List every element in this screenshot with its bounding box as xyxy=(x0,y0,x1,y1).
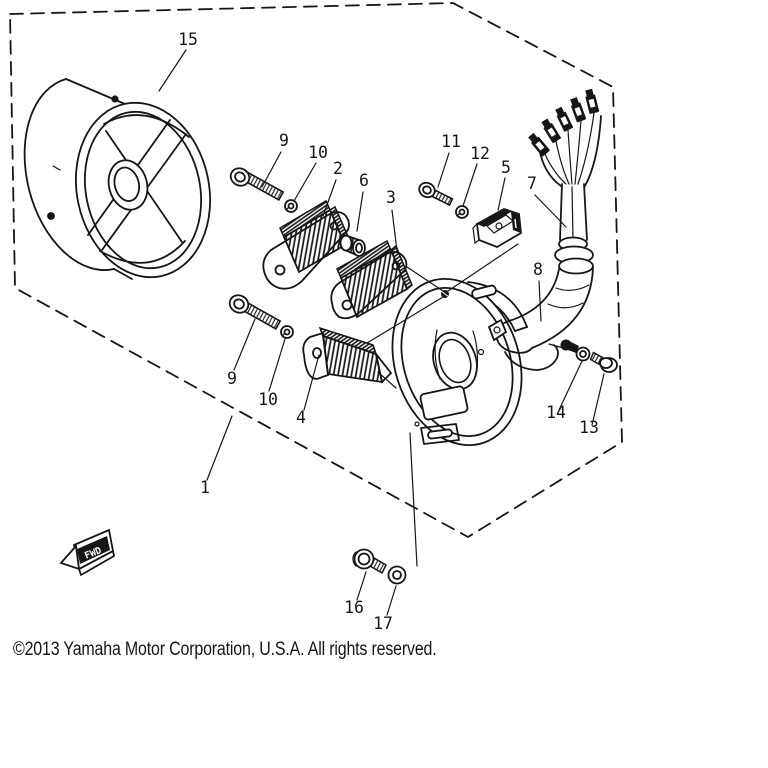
callout-14: 14 xyxy=(546,403,566,422)
callout-9-lower: 9 xyxy=(227,369,237,388)
callout-6: 6 xyxy=(359,171,369,190)
leader-lines xyxy=(158,49,605,616)
callout-2: 2 xyxy=(333,159,343,178)
part-13-bolt xyxy=(589,351,618,373)
part-6-collar xyxy=(339,234,366,257)
part-4-coil xyxy=(302,326,393,384)
part-14-washer xyxy=(575,346,591,362)
callout-11: 11 xyxy=(441,132,461,151)
harness-grommet xyxy=(554,236,594,275)
callout-numbers: 15 9 10 2 6 3 11 12 5 7 8 9 10 4 1 14 13… xyxy=(178,30,599,633)
callout-7: 7 xyxy=(527,174,537,193)
part-2-coil xyxy=(262,199,351,290)
callout-17: 17 xyxy=(373,614,393,633)
fwd-direction-marker: FWD xyxy=(59,528,115,576)
callout-8: 8 xyxy=(533,260,543,279)
part-3-coil xyxy=(330,239,413,320)
wire-harness xyxy=(487,88,602,371)
callout-16: 16 xyxy=(344,598,364,617)
connector-terminals xyxy=(528,88,600,157)
reference-lines xyxy=(366,243,519,567)
callout-4: 4 xyxy=(296,408,306,427)
callout-3: 3 xyxy=(386,188,396,207)
part-12-washer xyxy=(455,205,469,219)
upper-spring-washer xyxy=(284,199,298,213)
callout-10-upper: 10 xyxy=(308,143,328,162)
part-11-bolt xyxy=(418,181,454,207)
lower-spring-washer xyxy=(280,325,294,339)
part-5-pickup xyxy=(472,208,522,248)
callout-9-upper: 9 xyxy=(279,131,289,150)
callout-12: 12 xyxy=(470,144,490,163)
callout-5: 5 xyxy=(501,158,511,177)
assembly-dashed-border xyxy=(9,2,623,538)
part-16-bolt xyxy=(352,548,387,575)
callout-13: 13 xyxy=(579,418,599,437)
lower-mount-bolt xyxy=(228,294,282,330)
callout-1: 1 xyxy=(200,478,210,497)
stator-base-plate xyxy=(391,278,528,446)
part-17-washer xyxy=(387,565,407,585)
upper-mount-bolt xyxy=(229,167,285,201)
callout-15: 15 xyxy=(178,30,198,49)
copyright-text: ©2013 Yamaha Motor Corporation, U.S.A. A… xyxy=(13,639,437,660)
harness-clamp xyxy=(487,318,579,371)
callout-10-lower: 10 xyxy=(258,390,278,409)
flywheel-rotor xyxy=(23,78,212,280)
